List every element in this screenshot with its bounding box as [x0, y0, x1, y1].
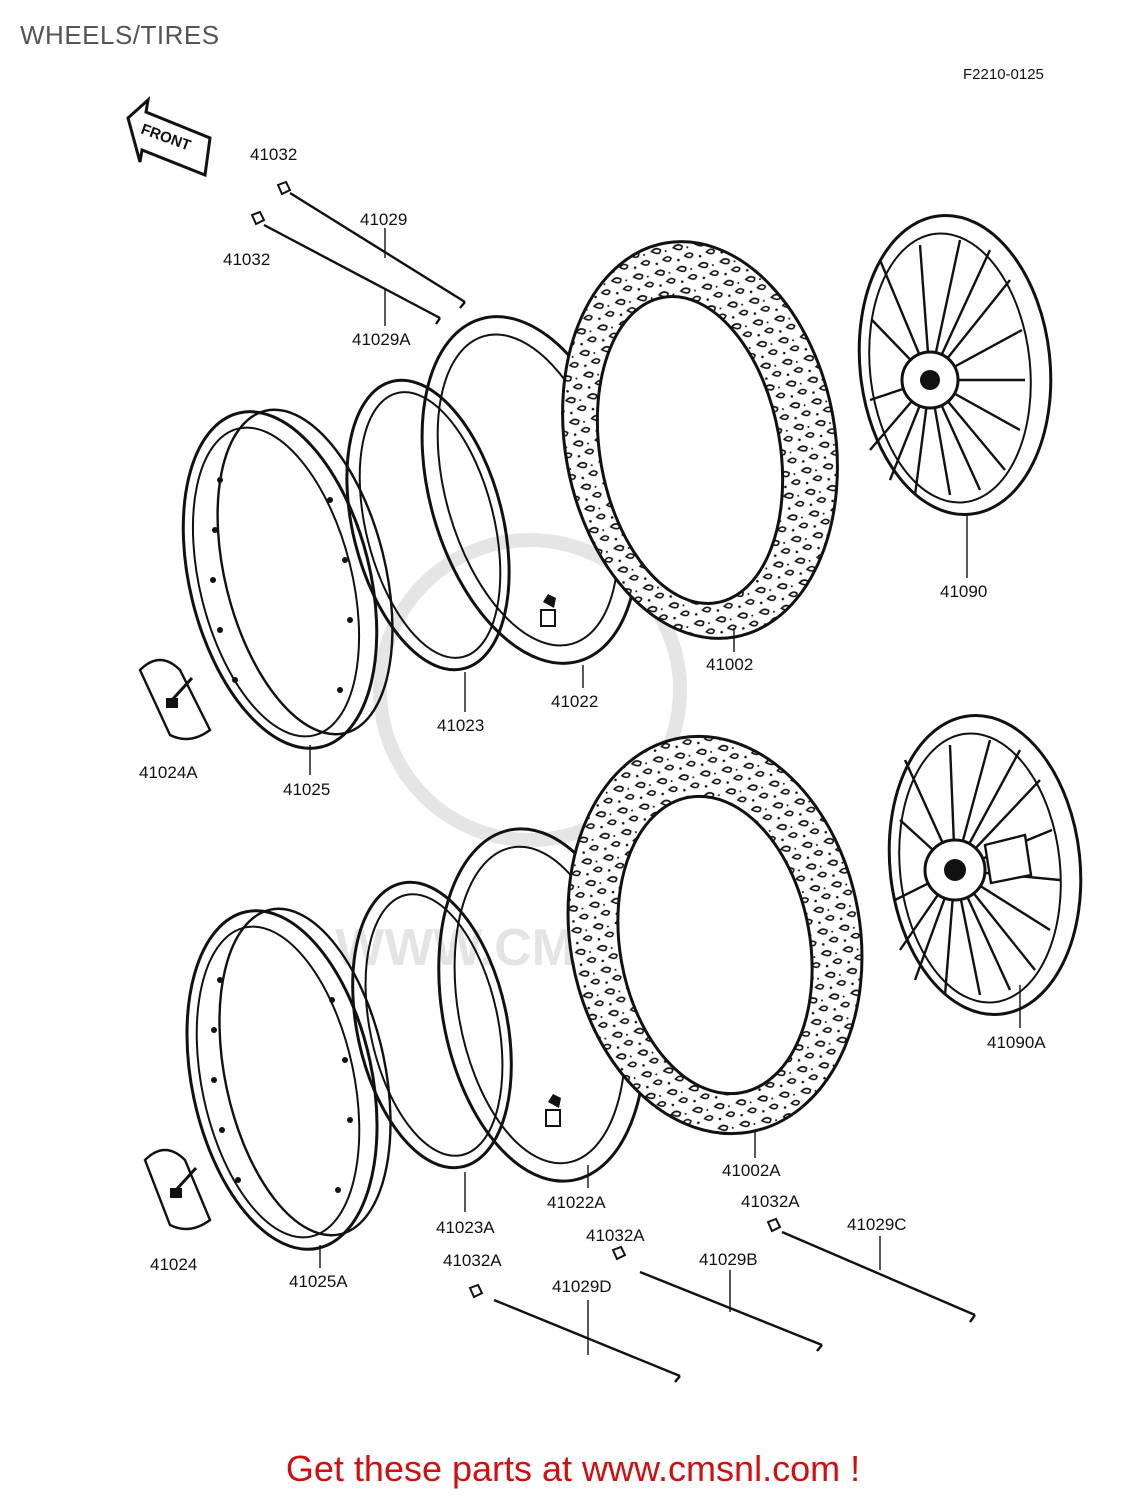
label-41032-lower: 41032 — [223, 250, 270, 269]
spoke-41029C — [766, 1217, 976, 1323]
label-41032A-b: 41032A — [586, 1226, 645, 1245]
label-41090A: 41090A — [987, 1033, 1046, 1052]
leader-lines-bottom — [319, 985, 1021, 1355]
label-41029D: 41029D — [552, 1277, 612, 1296]
label-41023: 41023 — [437, 716, 484, 735]
parts-shop-link[interactable]: Get these parts at www.cmsnl.com ! — [285, 1448, 861, 1489]
rim-lock-front — [138, 658, 212, 741]
label-41025A: 41025A — [289, 1272, 348, 1291]
rim-spoke-holes-front — [210, 477, 353, 693]
label-41022: 41022 — [551, 692, 598, 711]
rim-front — [181, 408, 394, 750]
label-41029C: 41029C — [847, 1215, 907, 1234]
label-41029: 41029 — [360, 210, 407, 229]
spoke-41029B — [611, 1245, 823, 1352]
front-direction-arrow: FRONT — [126, 96, 212, 178]
label-41002A: 41002A — [722, 1161, 781, 1180]
tire-front — [561, 240, 839, 640]
label-41032A-d: 41032A — [443, 1251, 502, 1270]
rim-band-front — [345, 378, 511, 672]
label-41090: 41090 — [940, 582, 987, 601]
label-41022A: 41022A — [547, 1193, 606, 1212]
label-41032A-c: 41032A — [741, 1192, 800, 1211]
wheel-assembly-front — [857, 213, 1053, 517]
label-41029A: 41029A — [352, 330, 411, 349]
spoke-41029 — [276, 180, 466, 309]
rim-spoke-holes-rear — [211, 977, 353, 1193]
rim-lock-rear — [143, 1148, 212, 1231]
rim-rear — [185, 907, 392, 1251]
label-41002: 41002 — [706, 655, 753, 674]
label-41025: 41025 — [283, 780, 330, 799]
label-41024A: 41024A — [139, 763, 198, 782]
figure-code: F2210-0125 — [963, 66, 1044, 83]
spoke-41029A — [250, 210, 441, 325]
label-41023A: 41023A — [436, 1218, 495, 1237]
label-41029B: 41029B — [699, 1250, 758, 1269]
label-41024: 41024 — [150, 1255, 197, 1274]
leader-lines-top — [309, 515, 968, 775]
wheel-assembly-rear — [887, 713, 1083, 1017]
spoke-41029D — [468, 1283, 681, 1383]
rim-band-rear — [351, 880, 513, 1170]
tire-rear — [566, 734, 864, 1136]
page-title: WHEELS/TIRES — [20, 20, 220, 50]
label-41032-upper: 41032 — [250, 145, 297, 164]
